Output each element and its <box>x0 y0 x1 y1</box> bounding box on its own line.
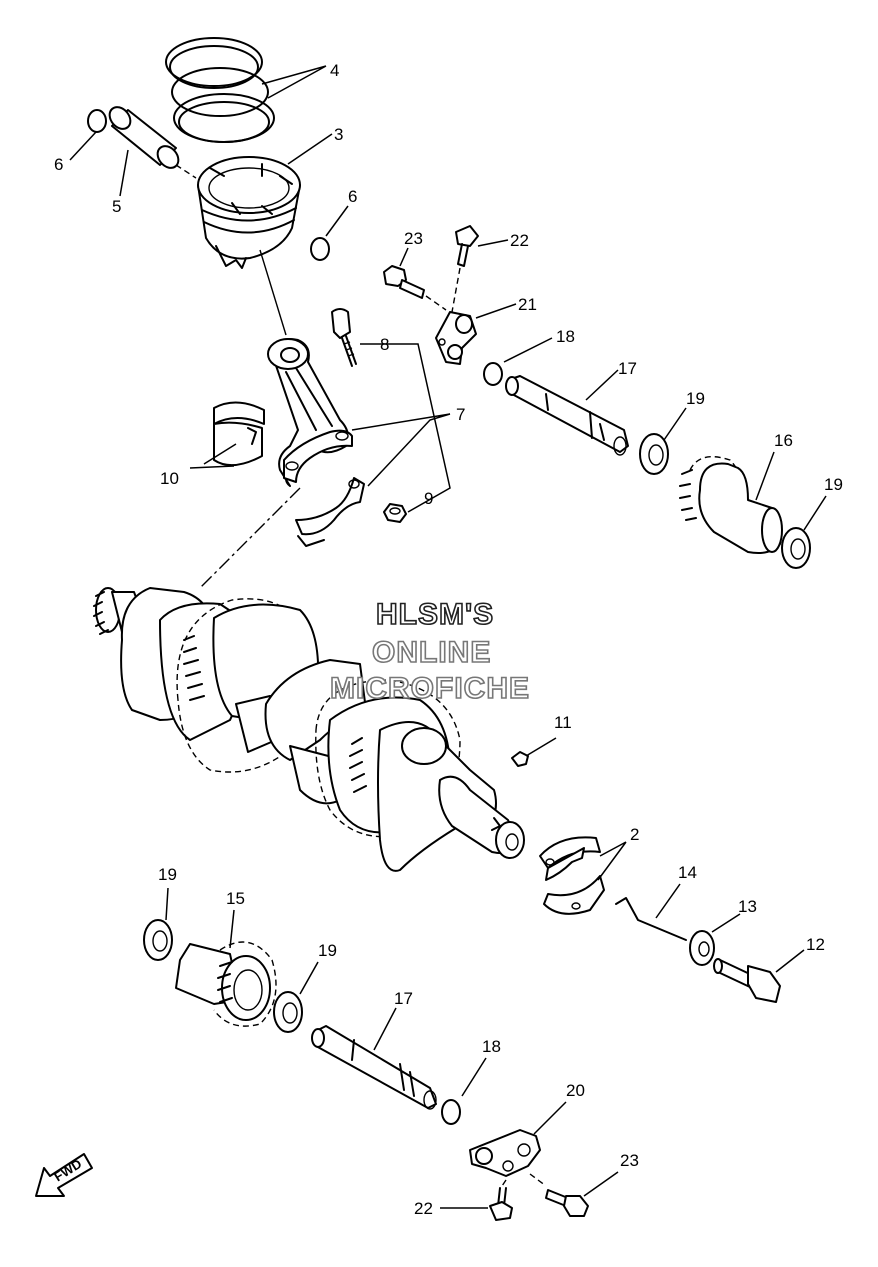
leader-lines <box>69 65 827 1209</box>
oil-seal-19-lower-left <box>143 919 173 961</box>
upper-balancer-shaft <box>505 375 629 456</box>
connecting-rod <box>267 338 353 487</box>
bolt-23-upper <box>383 265 447 311</box>
watermark: HLSM'S ONLINE MICROFICHE <box>329 597 530 706</box>
watermark-line2: ONLINE <box>372 636 491 669</box>
callout-19-lower-right: 19 <box>318 941 337 960</box>
callout-8: 8 <box>380 335 389 354</box>
bolt-22-upper <box>451 225 479 313</box>
callout-14: 14 <box>678 863 697 882</box>
watermark-line1: HLSM'S <box>376 598 494 631</box>
balancer-gear-16 <box>679 456 783 554</box>
balancer-holder-21 <box>435 311 477 365</box>
circlip-left <box>87 109 107 133</box>
callout-18-lower: 18 <box>482 1037 501 1056</box>
connecting-rod-cap <box>295 477 365 547</box>
callout-numbers: 4 3 6 5 6 23 22 21 18 8 17 19 7 16 10 19… <box>54 61 843 1218</box>
bolt-22-lower <box>489 1179 513 1221</box>
callout-6-right: 6 <box>348 187 357 206</box>
callout-5: 5 <box>112 197 121 216</box>
woodruff-key <box>511 751 529 767</box>
callout-13: 13 <box>738 897 757 916</box>
callout-19-lower-left: 19 <box>158 865 177 884</box>
callout-19-upper: 19 <box>686 389 705 408</box>
callout-2: 2 <box>630 825 639 844</box>
rod-nut <box>383 503 407 523</box>
oil-seal-19-lower-right <box>273 991 303 1033</box>
balancer-holder-20 <box>469 1129 541 1177</box>
rod-bearings <box>213 401 265 467</box>
oil-seal-19-right <box>781 527 811 569</box>
crankshaft <box>93 587 525 872</box>
rod-bolt <box>331 308 357 367</box>
callout-17-upper: 17 <box>618 359 637 378</box>
callout-7: 7 <box>456 405 465 424</box>
callout-22-upper: 22 <box>510 231 529 250</box>
callout-9: 9 <box>424 489 433 508</box>
balancer-wire <box>615 897 687 941</box>
main-bearings <box>539 836 605 915</box>
oil-seal-19-upper <box>639 433 669 475</box>
callout-16: 16 <box>774 431 793 450</box>
callout-23-lower: 23 <box>620 1151 639 1170</box>
callout-17-lower: 17 <box>394 989 413 1008</box>
lower-balancer-shaft <box>311 1025 437 1110</box>
bolt-23-lower <box>529 1173 589 1217</box>
callout-15: 15 <box>226 889 245 908</box>
callout-11: 11 <box>554 713 572 732</box>
callout-22-lower: 22 <box>414 1199 433 1218</box>
callout-12: 12 <box>806 935 825 954</box>
callout-23-upper: 23 <box>404 229 423 248</box>
callout-3: 3 <box>334 125 343 144</box>
balancer-gear-15 <box>175 941 277 1027</box>
callout-21: 21 <box>518 295 537 314</box>
piston <box>197 156 301 269</box>
circlip-right <box>310 237 330 261</box>
bolt-12 <box>713 958 781 1003</box>
o-ring-upper <box>483 362 503 386</box>
callout-10: 10 <box>160 469 179 488</box>
callout-6-left: 6 <box>54 155 63 174</box>
fwd-arrow-icon: FWD <box>35 1153 93 1197</box>
callout-4: 4 <box>330 61 339 80</box>
o-ring-lower <box>441 1099 461 1125</box>
washer-13 <box>689 930 715 966</box>
piston-pin <box>108 106 197 179</box>
callout-19-right: 19 <box>824 475 843 494</box>
callout-20: 20 <box>566 1081 585 1100</box>
piston-rings <box>165 37 275 143</box>
watermark-line3: MICROFICHE <box>330 672 530 705</box>
callout-18-upper: 18 <box>556 327 575 346</box>
